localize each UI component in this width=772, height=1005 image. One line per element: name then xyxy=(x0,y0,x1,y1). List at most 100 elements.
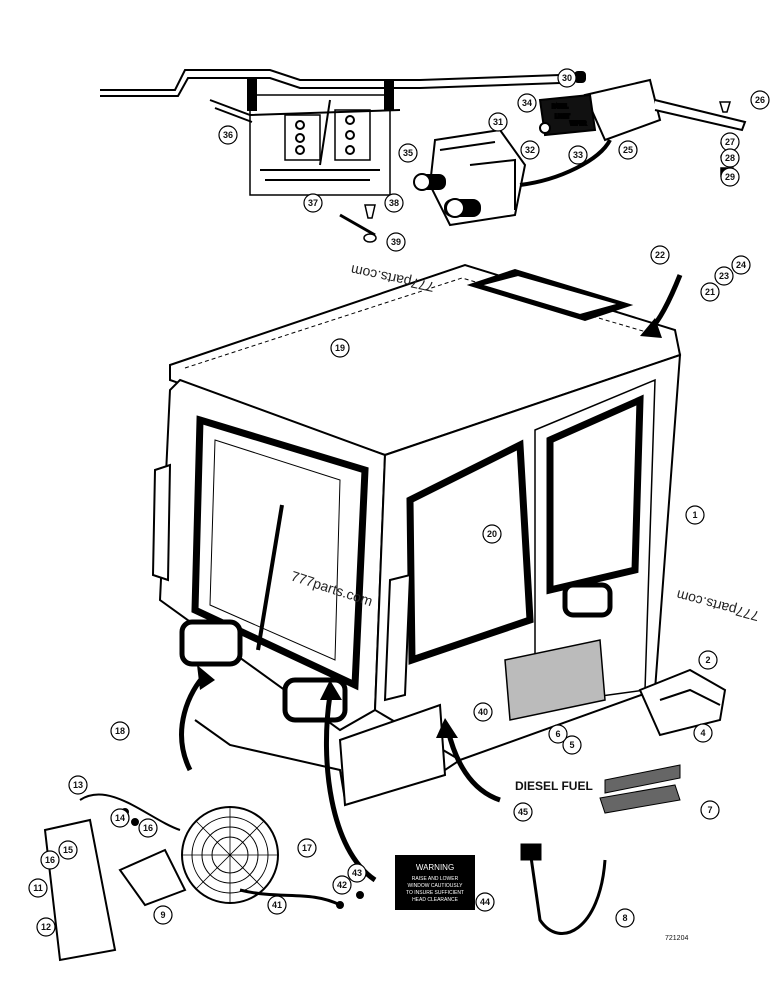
callout-number: 27 xyxy=(725,137,735,147)
callout-number: 30 xyxy=(562,73,572,83)
callout-number: 6 xyxy=(555,729,560,739)
callout-11: 11 xyxy=(28,878,48,898)
callout-21: 21 xyxy=(700,282,720,302)
callout-7: 7 xyxy=(700,800,720,820)
callout-circle xyxy=(218,125,238,145)
switch-plate-line1: PANEL xyxy=(552,104,568,110)
callout-circle xyxy=(297,838,317,858)
callout-number: 23 xyxy=(719,271,729,281)
callout-circle xyxy=(332,875,352,895)
callout-14: 14 xyxy=(110,808,130,828)
callout-40: 40 xyxy=(473,702,493,722)
callout-circle xyxy=(615,908,635,928)
callout-number: 35 xyxy=(403,148,413,158)
callout-circle xyxy=(693,723,713,743)
callout-44: 44 xyxy=(475,892,495,912)
callout-circle xyxy=(520,140,540,160)
fan-assembly xyxy=(43,793,364,962)
callout-number: 33 xyxy=(573,150,583,160)
callout-circle xyxy=(513,802,533,822)
callout-number: 42 xyxy=(337,880,347,890)
callout-12: 12 xyxy=(36,917,56,937)
callout-number: 40 xyxy=(478,707,488,717)
callout-circle xyxy=(110,808,130,828)
callout-circle xyxy=(750,90,770,110)
callout-13: 13 xyxy=(68,775,88,795)
callout-number: 36 xyxy=(223,130,233,140)
cab-body xyxy=(151,263,682,807)
callout-38: 38 xyxy=(384,193,404,213)
callout-23: 23 xyxy=(714,266,734,286)
callout-28: 28 xyxy=(720,148,740,168)
tread-strips xyxy=(599,764,681,814)
callout-45: 45 xyxy=(513,802,533,822)
callout-circle xyxy=(731,255,751,275)
callout-circle xyxy=(700,282,720,302)
callout-number: 37 xyxy=(308,198,318,208)
callout-number: 25 xyxy=(623,145,633,155)
wiring-harness xyxy=(100,69,561,237)
callout-circle xyxy=(700,800,720,820)
warning-line3: TO INSURE SUFFICIENT xyxy=(406,890,464,896)
callout-34: 34 xyxy=(517,93,537,113)
callout-16: 16 xyxy=(40,850,60,870)
callout-32: 32 xyxy=(520,140,540,160)
callout-43: 43 xyxy=(347,863,367,883)
callout-circle xyxy=(68,775,88,795)
callout-circle xyxy=(138,818,158,838)
callout-number: 13 xyxy=(73,780,83,790)
warning-line1: RAISE AND LOWER xyxy=(412,876,459,882)
warning-decal: WARNING RAISE AND LOWER WINDOW CAUTIOUSL… xyxy=(395,855,475,910)
callout-circle xyxy=(482,524,502,544)
callout-circle xyxy=(714,266,734,286)
callout-number: 5 xyxy=(569,740,574,750)
callout-4: 4 xyxy=(693,723,713,743)
cable-assembly xyxy=(520,843,607,935)
callout-number: 22 xyxy=(655,250,665,260)
callout-circle xyxy=(153,905,173,925)
step-assembly xyxy=(638,668,727,737)
callout-1: 1 xyxy=(685,505,705,525)
callout-circle xyxy=(58,840,78,860)
callout-number: 9 xyxy=(160,910,165,920)
callout-17: 17 xyxy=(297,838,317,858)
callout-circle xyxy=(475,892,495,912)
arrow-heads xyxy=(197,318,662,738)
callout-number: 26 xyxy=(755,95,765,105)
toggle-switch-assembly xyxy=(413,128,527,227)
callout-18: 18 xyxy=(110,721,130,741)
callout-number: 12 xyxy=(41,922,51,932)
switch-plate-line2: LIGHT xyxy=(555,114,570,120)
callout-2: 2 xyxy=(698,650,718,670)
callout-number: 45 xyxy=(518,807,528,817)
callout-number: 31 xyxy=(493,117,503,127)
switch-panel-box: PANEL LIGHT WIPER xyxy=(519,71,747,187)
callout-number: 1 xyxy=(692,510,697,520)
callout-number: 17 xyxy=(302,843,312,853)
callout-circle xyxy=(698,650,718,670)
callout-25: 25 xyxy=(618,140,638,160)
callout-circle xyxy=(473,702,493,722)
callout-circle xyxy=(548,724,568,744)
callout-circle xyxy=(347,863,367,883)
callout-26: 26 xyxy=(750,90,770,110)
callout-circle xyxy=(384,193,404,213)
callout-36: 36 xyxy=(218,125,238,145)
callout-42: 42 xyxy=(332,875,352,895)
callout-number: 29 xyxy=(725,172,735,182)
callout-circle xyxy=(303,193,323,213)
callout-circle xyxy=(28,878,48,898)
callout-circle xyxy=(568,145,588,165)
callout-37: 37 xyxy=(303,193,323,213)
callout-33: 33 xyxy=(568,145,588,165)
diesel-fuel-label: DIESEL FUEL xyxy=(515,779,593,793)
callout-15: 15 xyxy=(58,840,78,860)
callout-19: 19 xyxy=(330,338,350,358)
callout-circle xyxy=(398,143,418,163)
callout-number: 2 xyxy=(705,655,710,665)
callout-9: 9 xyxy=(153,905,173,925)
callout-41: 41 xyxy=(267,895,287,915)
callout-number: 28 xyxy=(725,153,735,163)
callout-22: 22 xyxy=(650,245,670,265)
